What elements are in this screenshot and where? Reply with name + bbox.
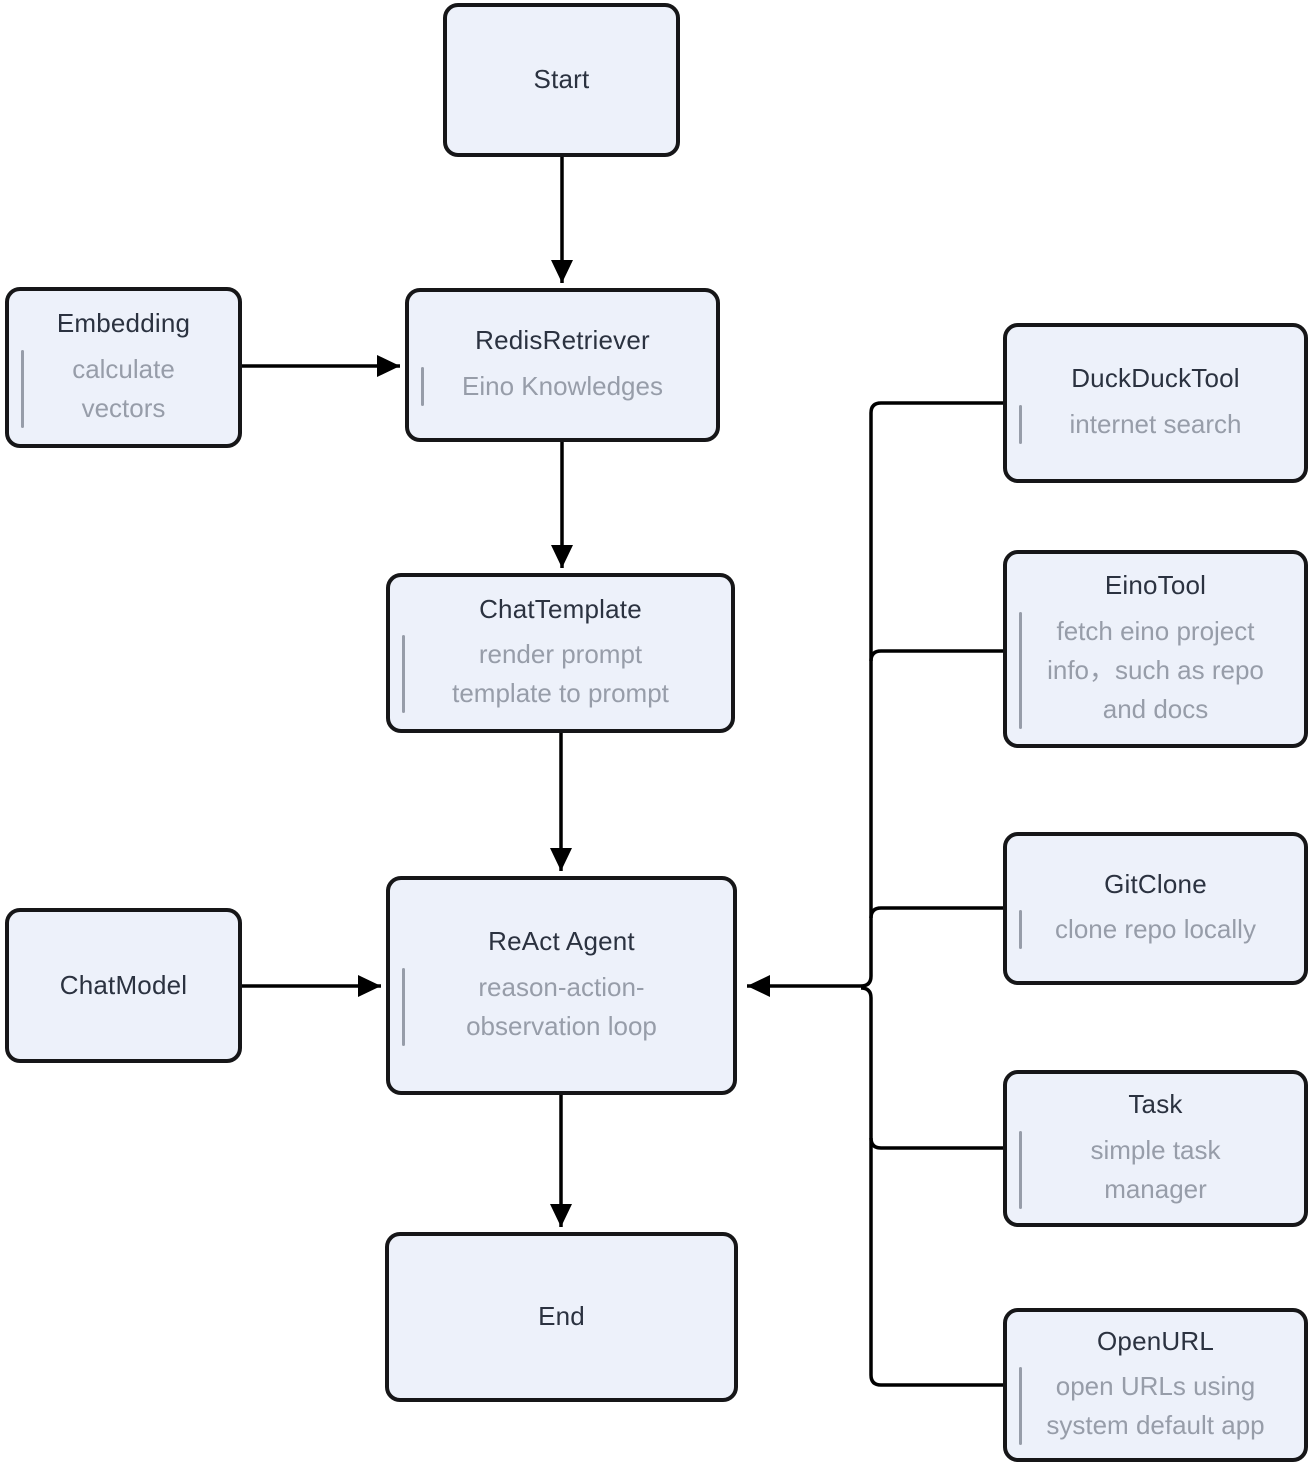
node-gitclone-subtitle: clone repo locally [1055, 914, 1256, 945]
node-chat-template-subtitle-row: render prompt template to prompt [390, 635, 731, 714]
node-redis-retriever-subtitle-row: Eino Knowledges [409, 366, 716, 406]
node-duckducktool-subtitle: internet search [1069, 408, 1242, 439]
node-end: End [385, 1232, 738, 1402]
node-task-title: Task [1128, 1089, 1183, 1120]
node-task: Task simple task manager [1003, 1070, 1308, 1227]
node-embedding-title: Embedding [56, 308, 191, 339]
node-redis-retriever-title: RedisRetriever [475, 325, 650, 356]
node-gitclone: GitClone clone repo locally [1003, 832, 1308, 985]
edge-duckducktool-branch [869, 401, 1003, 414]
node-chat-template-title: ChatTemplate [479, 593, 642, 624]
node-chat-template: ChatTemplate render prompt template to p… [386, 573, 735, 733]
edge-gitclone-branch [869, 906, 1003, 919]
node-duckducktool-subtitle-row: internet search [1007, 404, 1304, 444]
node-embedding-subtitle: calculate vectors [72, 353, 175, 423]
node-react-agent-title: ReAct Agent [488, 926, 635, 957]
node-openurl: OpenURL open URLs using system default a… [1003, 1308, 1308, 1462]
subtitle-quote-bar [1019, 910, 1022, 950]
subtitle-quote-bar [421, 366, 424, 406]
node-einotool-subtitle: fetch eino project info，such as repo and… [1047, 615, 1264, 724]
node-react-agent: ReAct Agent reason-action-observation lo… [386, 876, 737, 1095]
node-duckducktool-title: DuckDuckTool [1071, 363, 1240, 394]
node-openurl-subtitle-row: open URLs using system default app [1007, 1367, 1304, 1446]
node-redis-retriever-subtitle: Eino Knowledges [462, 370, 663, 401]
node-gitclone-title: GitClone [1104, 868, 1207, 899]
node-openurl-title: OpenURL [1096, 1325, 1215, 1356]
node-duckducktool: DuckDuckTool internet search [1003, 323, 1308, 483]
node-react-agent-subtitle: reason-action-observation loop [466, 971, 657, 1041]
subtitle-quote-bar [1019, 1130, 1022, 1209]
node-einotool-subtitle-row: fetch eino project info，such as repo and… [1007, 611, 1304, 729]
edge-openurl-branch [869, 1374, 1003, 1387]
subtitle-quote-bar [402, 635, 405, 714]
node-chat-template-subtitle: render prompt template to prompt [452, 639, 669, 709]
node-react-agent-subtitle-row: reason-action-observation loop [390, 967, 733, 1046]
subtitle-quote-bar [1019, 611, 1022, 729]
subtitle-quote-bar [1019, 404, 1022, 444]
node-embedding-subtitle-row: calculate vectors [9, 349, 238, 428]
node-einotool-title: EinoTool [1104, 570, 1207, 601]
node-start: Start [443, 3, 680, 157]
subtitle-quote-bar [402, 967, 405, 1046]
node-embedding: Embedding calculate vectors [5, 287, 242, 448]
subtitle-quote-bar [21, 349, 24, 428]
subtitle-quote-bar [1019, 1367, 1022, 1446]
node-redis-retriever: RedisRetriever Eino Knowledges [405, 288, 720, 442]
node-start-title: Start [533, 64, 590, 95]
edge-tools-trunk-lower [860, 986, 873, 1375]
node-task-subtitle-row: simple task manager [1007, 1130, 1304, 1209]
node-end-title: End [538, 1301, 585, 1332]
node-einotool: EinoTool fetch eino project info，such as… [1003, 550, 1308, 748]
node-gitclone-subtitle-row: clone repo locally [1007, 910, 1304, 950]
node-openurl-subtitle: open URLs using system default app [1046, 1371, 1265, 1441]
edge-tools-to-reactagent [747, 413, 873, 997]
node-task-subtitle: simple task manager [1090, 1134, 1221, 1204]
node-chat-model: ChatModel [5, 908, 242, 1063]
node-chat-model-title: ChatModel [59, 969, 188, 1000]
edge-einotool-branch [869, 649, 1003, 662]
edge-task-branch [869, 1137, 1003, 1150]
